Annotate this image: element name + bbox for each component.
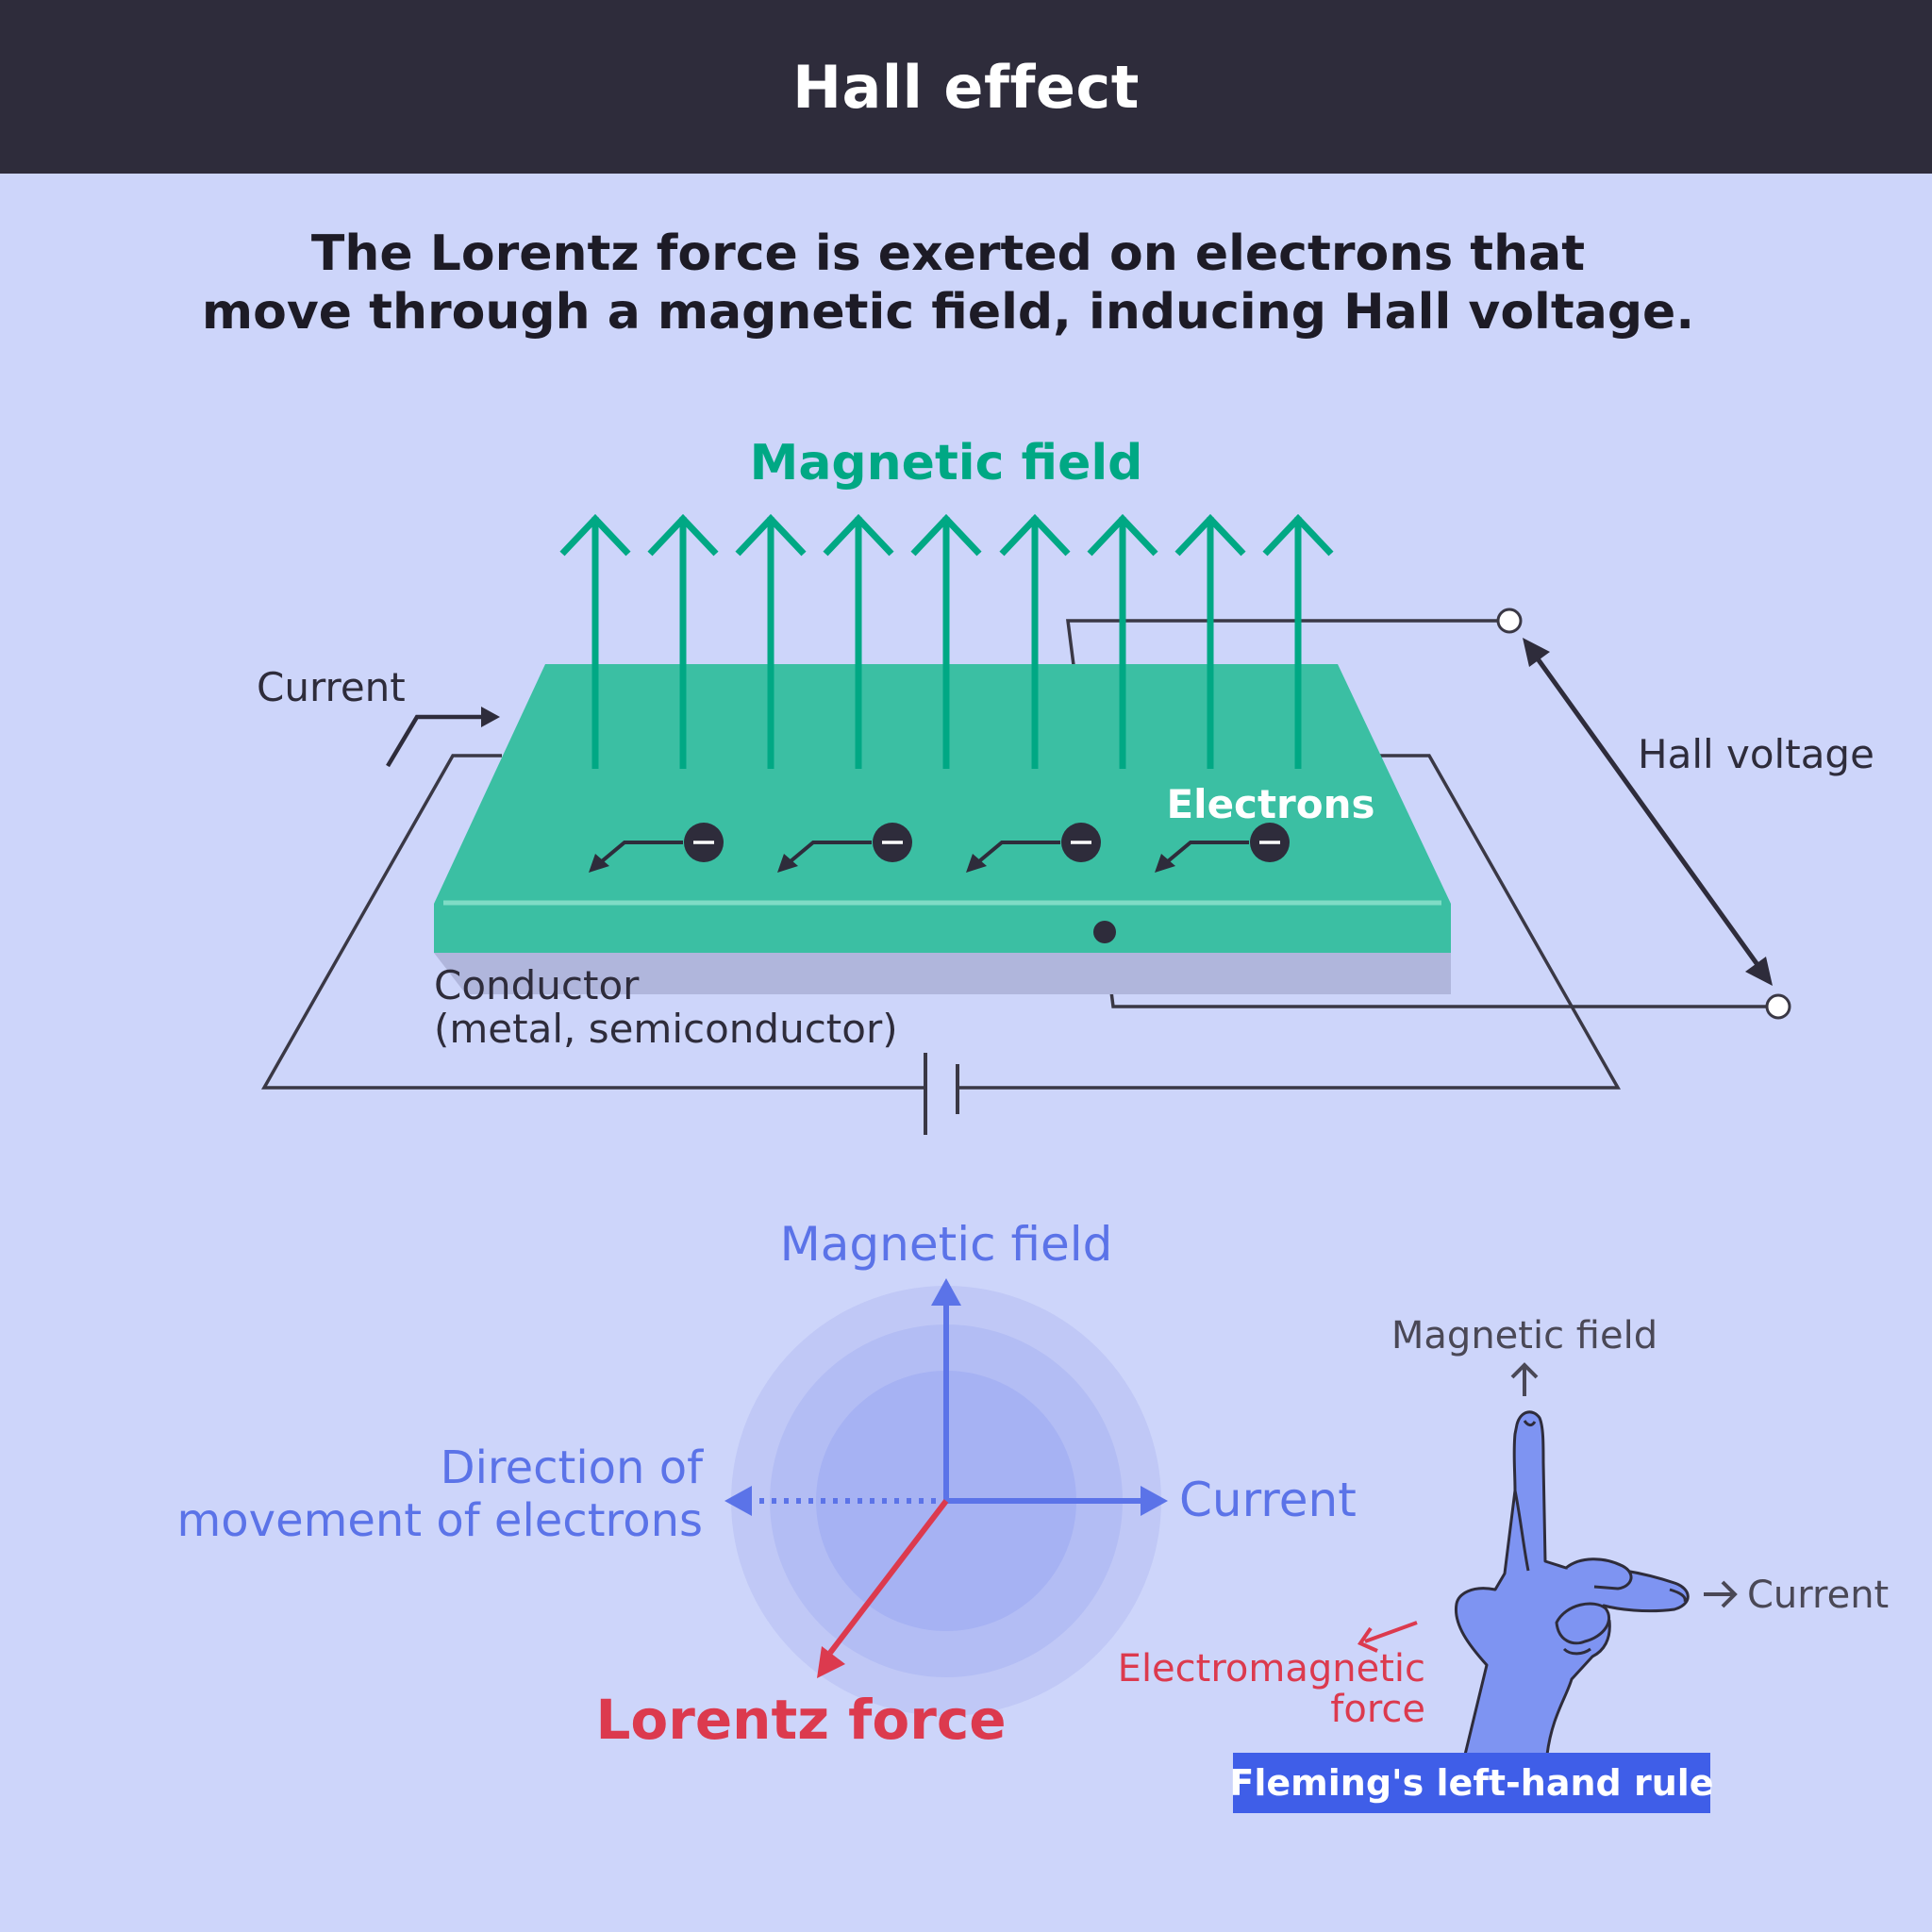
subtitle-line-2: move through a magnetic field, inducing … [201, 284, 1695, 341]
page-title: Hall effect [792, 52, 1140, 122]
left-hand-icon [1454, 1410, 1690, 1757]
field-arrow [910, 513, 982, 769]
field-arrow [1174, 513, 1246, 769]
hall-terminal-top [1496, 608, 1523, 634]
field-arrow [647, 513, 719, 769]
subtitle: The Lorentz force is exerted on electron… [0, 225, 1896, 341]
hand-magnetic-field-arrow-icon [1510, 1362, 1539, 1396]
conductor-label: Conductor [434, 962, 640, 1008]
field-arrow [999, 513, 1071, 769]
axis-electron-direction-label-1: Direction of [441, 1441, 704, 1494]
field-arrow [1262, 513, 1334, 769]
conductor-shadow [434, 953, 1451, 994]
electrons [589, 823, 1290, 873]
magnetic-field-arrows [559, 513, 1334, 769]
axis-electron-direction-arrow [724, 1486, 936, 1516]
hall-terminal-bottom [1765, 993, 1791, 1020]
field-arrow [735, 513, 807, 769]
fleming-caption-box [1233, 1753, 1710, 1813]
circuit-wire [260, 754, 1622, 1090]
axis-current-label: Current [1179, 1473, 1357, 1527]
current-label: Current [257, 664, 406, 710]
electron [1155, 823, 1290, 873]
axis-electron-direction-label-2: movement of electrons [177, 1494, 703, 1547]
electron [966, 823, 1101, 873]
hall-voltage-label: Hall voltage [1638, 731, 1874, 777]
hand-force-label-1: Electromagnetic [1118, 1647, 1425, 1690]
axis-magnetic-field-arrow [931, 1278, 961, 1501]
field-arrow [823, 513, 894, 769]
lorentz-force-label: Lorentz force [595, 1688, 1006, 1752]
hand-magnetic-field-label: Magnetic field [1391, 1314, 1657, 1357]
field-arrow [1087, 513, 1158, 769]
electron [777, 823, 912, 873]
hand-force-label-2: force [1330, 1688, 1425, 1731]
fleming-caption: Fleming's left-hand rule [1229, 1762, 1713, 1804]
axis-magnetic-field-label: Magnetic field [780, 1217, 1113, 1272]
field-arrow [559, 513, 631, 769]
conductor-sublabel: (metal, semiconductor) [434, 1006, 898, 1052]
title-bar: Hall effect [0, 0, 1932, 174]
hand-current-label: Current [1747, 1574, 1889, 1617]
hand-current-arrow-icon [1704, 1580, 1738, 1608]
electrons-label: Electrons [1166, 781, 1374, 827]
hall-terminal-dot [1093, 921, 1116, 943]
hall-voltage-arrow [1523, 638, 1773, 986]
lorentz-force-arrow [817, 1499, 949, 1678]
current-arrow [386, 707, 500, 768]
subtitle-line-1: The Lorentz force is exerted on electron… [310, 225, 1586, 282]
magnetic-field-label: Magnetic field [750, 435, 1143, 491]
axis-current-arrow [946, 1486, 1168, 1516]
battery-icon [924, 1053, 959, 1135]
hand-force-arrow-icon [1357, 1621, 1418, 1653]
electron [589, 823, 724, 873]
